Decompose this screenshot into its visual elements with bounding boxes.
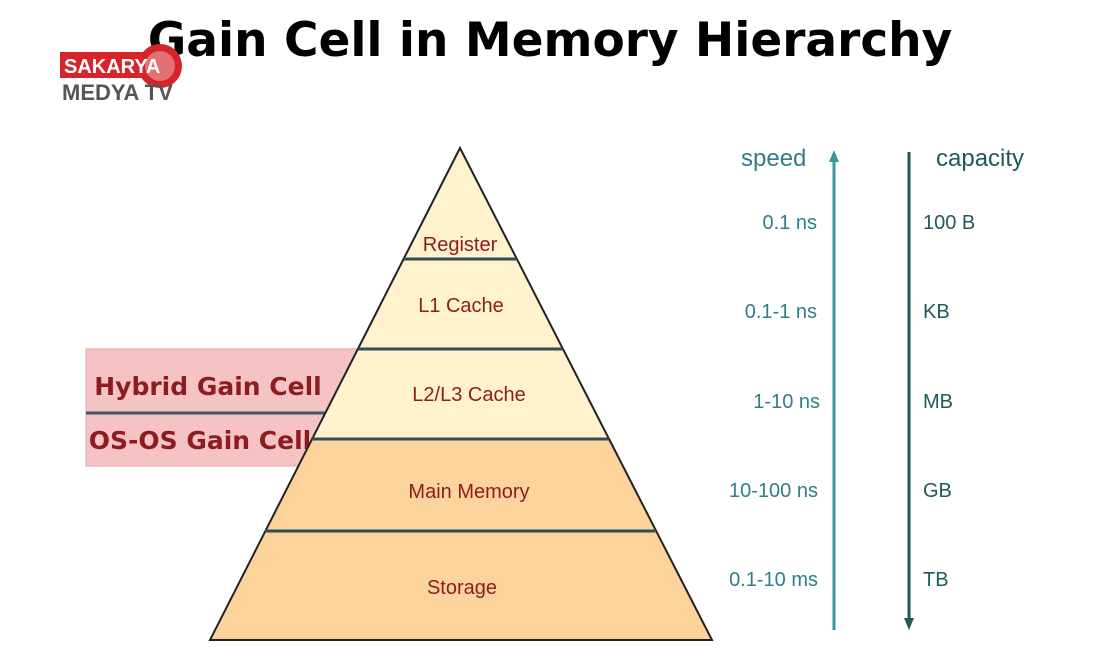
logo: SAKARYA MEDYA TV: [60, 44, 182, 105]
speed-label: speed: [741, 145, 806, 172]
capacity-value: 100 B: [923, 212, 975, 234]
pyramid: [208, 145, 714, 641]
level-l1: L1 Cache: [418, 295, 504, 317]
level-storage: Storage: [427, 577, 497, 599]
capacity-value: TB: [923, 569, 949, 591]
speed-value: 0.1-10 ms: [729, 569, 818, 591]
slide-title: Gain Cell in Memory Hierarchy: [148, 13, 953, 68]
capacity-value: GB: [923, 480, 952, 502]
logo-line1: SAKARYA: [64, 56, 160, 78]
speed-value: 0.1-1 ns: [745, 301, 817, 323]
logo-line2: MEDYA TV: [62, 80, 173, 105]
level-register: Register: [423, 234, 498, 256]
level-l2l3: L2/L3 Cache: [412, 384, 525, 406]
speed-value: 1-10 ns: [753, 391, 820, 413]
speed-value: 10-100 ns: [729, 480, 818, 502]
level-main-memory: Main Memory: [408, 481, 529, 503]
capacity-label: capacity: [936, 145, 1024, 172]
capacity-value: KB: [923, 301, 950, 323]
capacity-value: MB: [923, 391, 953, 413]
speed-value: 0.1 ns: [763, 212, 817, 234]
hybrid-gain-cell: Hybrid Gain Cell: [94, 372, 322, 401]
os-os-gain-cell: OS-OS Gain Cell: [89, 426, 312, 455]
